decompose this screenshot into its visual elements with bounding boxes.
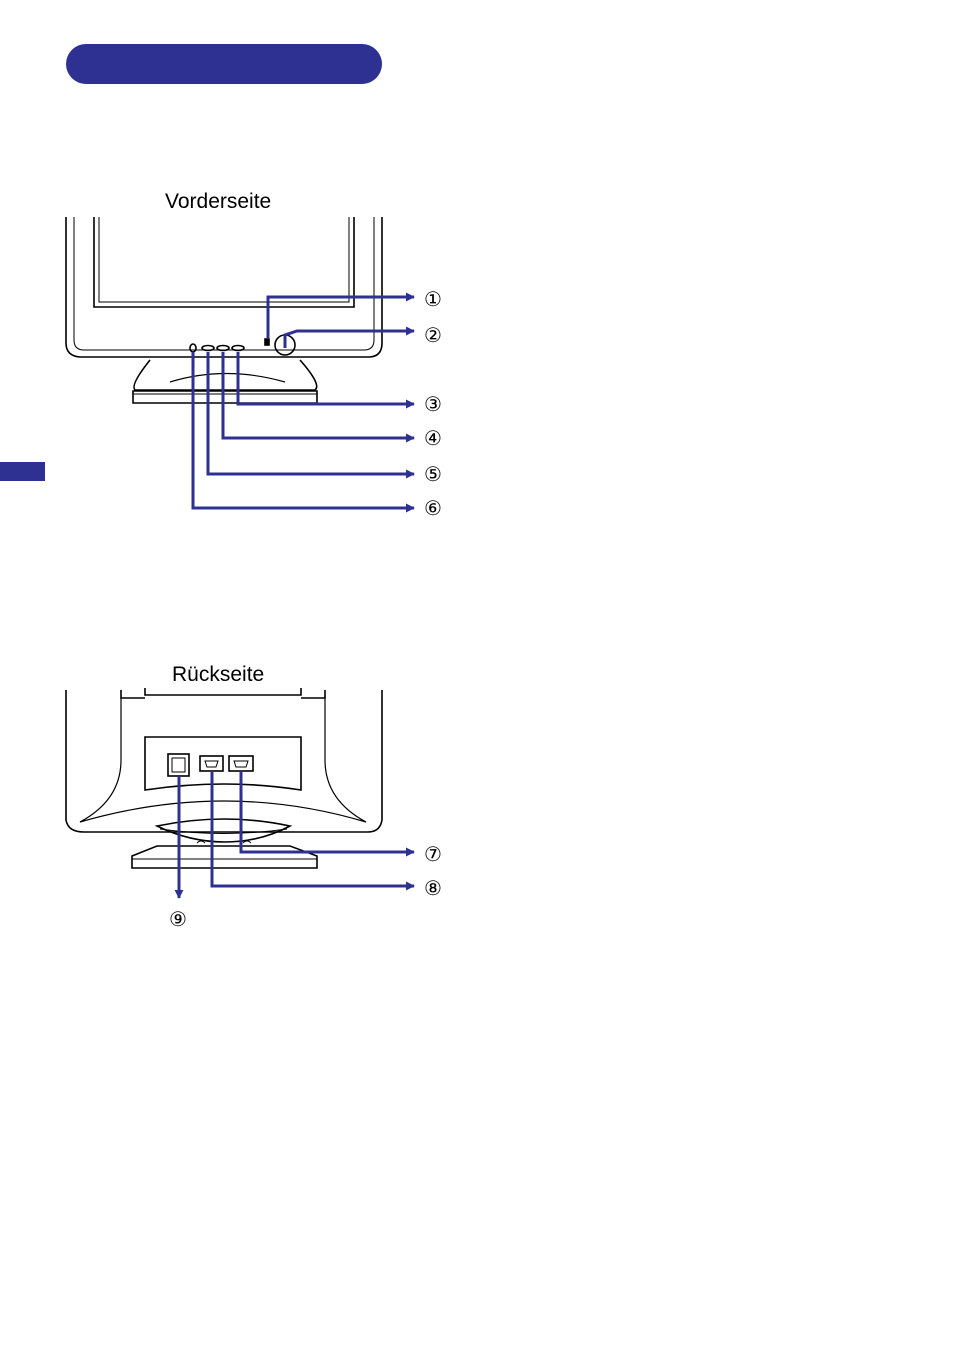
front-stand-outline xyxy=(133,391,317,403)
leader-line-3 xyxy=(238,352,414,404)
leader-line-6 xyxy=(193,352,414,508)
callout-8: ⑧ xyxy=(424,876,442,900)
leader-line-4 xyxy=(223,352,414,438)
control-button-4-icon xyxy=(217,346,229,351)
front-bezel-outline xyxy=(66,217,382,357)
front-screen-outline xyxy=(94,217,354,307)
leader-line-2 xyxy=(285,331,414,348)
control-button-6-icon xyxy=(190,344,196,352)
video-connector-a-icon xyxy=(229,756,253,771)
callout-4: ④ xyxy=(424,426,442,450)
callout-3: ③ xyxy=(424,392,442,416)
back-monitor-drawing xyxy=(66,688,382,868)
control-button-3-icon xyxy=(232,346,244,351)
ac-inlet-icon xyxy=(168,754,189,776)
back-swivel-outline xyxy=(157,819,290,842)
front-neck-outline xyxy=(134,360,317,390)
video-connector-b-icon xyxy=(200,756,223,771)
callout-2: ② xyxy=(424,323,442,347)
back-housing-outline xyxy=(66,690,382,832)
power-indicator-icon xyxy=(265,339,269,345)
callout-7: ⑦ xyxy=(424,842,442,866)
callout-1: ① xyxy=(424,287,442,311)
front-callouts: ① ② ③ ④ ⑤ ⑥ xyxy=(424,287,442,520)
callout-5: ⑤ xyxy=(424,462,442,486)
back-stand-outline xyxy=(132,846,317,868)
callout-6: ⑥ xyxy=(424,496,442,520)
callout-9: ⑨ xyxy=(169,907,187,931)
control-button-5-icon xyxy=(202,346,214,351)
